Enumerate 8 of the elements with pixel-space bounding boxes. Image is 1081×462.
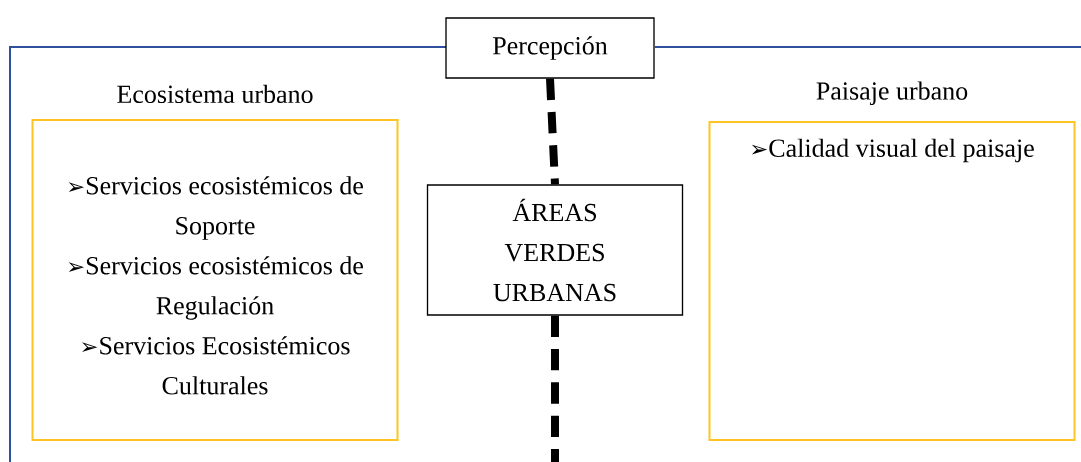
- heading: Paisaje urbano: [816, 81, 968, 106]
- list-item: ➢Servicios Ecosistémicos Culturales: [82, 336, 350, 395]
- text-box: Percepción: [445, 17, 655, 79]
- list-item: ➢Calidad visual del paisaje: [751, 138, 1034, 163]
- heading: Ecosistema urbano: [117, 84, 313, 104]
- list-item: ➢Servicios ecosistémicos de Regulación: [68, 256, 363, 320]
- text-box: ÁREAS VERDES URBANAS: [426, 184, 684, 316]
- list-item: ➢Servicios ecosistémicos de Soporte: [68, 176, 363, 240]
